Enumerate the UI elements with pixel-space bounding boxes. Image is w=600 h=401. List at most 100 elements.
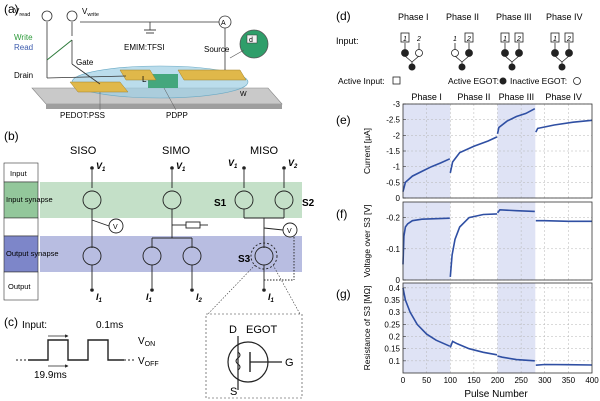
phase-title-3: Phase III — [496, 12, 532, 22]
chart-e-ytick-label: -1 — [393, 163, 401, 172]
chart-e-phase-label-2: Phase II — [457, 92, 490, 102]
chart-g-ytick-label: 0.15 — [384, 345, 400, 354]
vwrite-label: V — [82, 7, 88, 16]
title-siso: SISO — [70, 145, 97, 157]
panel-c: (c) Input: 0.1ms 19.9ms VON VOFF D EGOT … — [4, 264, 303, 399]
miso-i1: I — [268, 292, 271, 302]
miso-v2: V — [288, 158, 295, 168]
voff-label: V — [138, 356, 145, 367]
inset-d-label: d — [249, 37, 253, 44]
phase-3-input-2-label: 2 — [516, 36, 521, 43]
phase-title-2: Phase II — [446, 12, 479, 22]
row-output-synapse — [3, 235, 39, 273]
chart-g-ytick-label: 0.4 — [389, 284, 401, 293]
title-simo: SIMO — [162, 145, 191, 157]
chart-g-ytick-label: 0.1 — [389, 357, 401, 366]
panel-label-f: (f) — [336, 207, 347, 221]
channel-pointer — [163, 87, 177, 111]
phase-3-output-egot-icon — [508, 63, 516, 71]
row-label-output-synapse: Output synapse — [6, 249, 59, 258]
legend-inactive-egot-icon — [573, 77, 581, 85]
svg-text:I1: I1 — [96, 292, 103, 304]
siso-i1: I — [96, 292, 99, 302]
chart-e-series-segment-2 — [449, 136, 498, 174]
title-miso: MISO — [250, 145, 279, 157]
svg-text:V1: V1 — [96, 161, 106, 173]
phase-1-egot-1-icon — [401, 49, 409, 57]
egot-terminal-g: G — [285, 357, 294, 369]
phase-1-output-egot-icon — [408, 63, 416, 71]
chart-g-ytick-label: 0.25 — [384, 320, 400, 329]
panel-a: (a) d A Vread Vwr — [4, 2, 283, 120]
voff-sub: OFF — [145, 361, 159, 368]
phase-1-input-2-label: 2 — [416, 36, 421, 43]
phase-4-input-2-box — [564, 32, 574, 43]
chart-e-phase-label-3: Phase III — [499, 92, 535, 102]
chart-f-ytick-label: -0.1 — [386, 245, 400, 254]
chart-g-xtick-label: 250 — [514, 376, 528, 385]
egot-terminal-d: D — [229, 324, 237, 336]
svg-text:V: V — [113, 224, 118, 231]
phase-input-label: Input: — [336, 36, 359, 46]
panel-label-e: (e) — [336, 113, 351, 127]
gate-label: Gate — [76, 58, 94, 67]
chart-f-shade-2 — [497, 202, 536, 280]
svg-text:V1: V1 — [228, 158, 238, 170]
chart-g-series-segment-1 — [402, 287, 451, 347]
panel-d: (d) Phase I Phase II Phase III Phase IV … — [336, 9, 583, 86]
channel-label: PDPP — [166, 111, 188, 120]
chart-e-series-segment-3 — [496, 107, 536, 134]
row-label-input: Input — [10, 169, 28, 178]
drain-wire-2 — [46, 75, 127, 79]
phase-2-egot-2-icon — [465, 49, 473, 57]
phase-3-egot-2-icon — [515, 49, 523, 57]
chart-e-series-segment-1 — [402, 158, 451, 192]
phase-4-input-1-label: 1 — [553, 36, 557, 43]
drain-electrode — [119, 69, 157, 81]
panel-b: (b) Input Input synapse Output synapse O… — [3, 129, 315, 304]
legend-active-egot-icon — [499, 77, 507, 85]
ylabel-e: Current [μA] — [362, 128, 372, 174]
simo-resistor-icon — [185, 221, 201, 229]
panel-label-a: (a) — [4, 2, 19, 16]
egot-terminal-s: S — [230, 386, 237, 398]
vwrite-sub: write — [86, 12, 99, 18]
phase-2-input-1-label: 1 — [453, 36, 457, 43]
gate-material-label: PEDOT:PSS — [60, 111, 105, 120]
vread-sub: read — [19, 12, 30, 18]
gate-pad — [69, 81, 129, 93]
read-label: Read — [14, 43, 33, 52]
chart-e-shade-1 — [403, 104, 451, 198]
phase-1-egot-2-icon — [415, 49, 423, 57]
egot-symbol-box — [205, 313, 303, 399]
chart-e-series-segment-4 — [535, 119, 593, 133]
phase-3-egot-1-icon — [501, 49, 509, 57]
chart-g-xtick-label: 50 — [422, 376, 431, 385]
pulse-input-label: Input: — [22, 320, 47, 331]
chart-f-frame — [402, 201, 593, 281]
chart-g-ytick-label: 0.35 — [384, 296, 400, 305]
phase-title-1: Phase I — [398, 12, 429, 22]
phase-2-input-2-box — [464, 32, 474, 43]
source-label: Source — [204, 45, 230, 54]
panel-label-d: (d) — [336, 9, 351, 23]
svg-text:V: V — [287, 228, 292, 235]
chart-e-phase-label-1: Phase I — [411, 92, 442, 102]
chart-g-ytick-label: 0.3 — [389, 308, 401, 317]
input-synapse-band — [40, 182, 302, 218]
chart-g-xtick-label: 350 — [562, 376, 576, 385]
label-s1: S1 — [214, 198, 227, 209]
miso-v1: V — [228, 158, 235, 168]
gate-wire-2 — [71, 63, 101, 85]
channel-inset — [239, 29, 269, 59]
chart-f: 0-0.1-0.2 — [386, 201, 593, 285]
phase-title-4: Phase IV — [546, 12, 583, 22]
phase-4-output-egot-icon — [558, 63, 566, 71]
chart-e-ytick-label: -2.5 — [386, 116, 400, 125]
chart-f-series-segment-3 — [496, 208, 535, 214]
svg-text:Vread: Vread — [14, 7, 30, 18]
siso-v1: V — [96, 161, 103, 171]
chart-g-xtick-label: 400 — [585, 376, 599, 385]
